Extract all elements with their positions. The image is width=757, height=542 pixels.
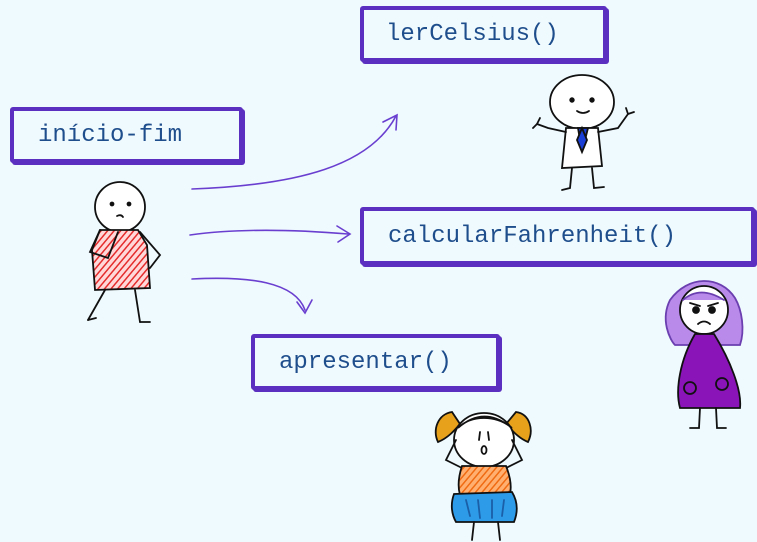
shrugging-man-icon bbox=[532, 74, 635, 191]
thinking-person-icon bbox=[87, 181, 162, 323]
node-inicio-fim: início-fim bbox=[10, 107, 243, 163]
node-label: calcularFahrenheit() bbox=[388, 222, 677, 250]
arrow-head-apresentar bbox=[296, 299, 313, 315]
node-lercelsius: lerCelsius() bbox=[360, 6, 607, 62]
arrow-to-lercelsius bbox=[191, 115, 397, 190]
arrow-head-lercelsius bbox=[382, 113, 398, 131]
node-label: início-fim bbox=[38, 121, 183, 149]
stressed-girl-icon bbox=[434, 411, 532, 541]
sad-woman-icon bbox=[664, 280, 744, 429]
node-calcularfahrenheit: calcularFahrenheit() bbox=[360, 207, 755, 265]
arrow-head-calcular bbox=[336, 225, 352, 243]
arrow-to-calcular bbox=[189, 229, 349, 236]
arrow-to-apresentar bbox=[191, 277, 306, 311]
node-label: apresentar() bbox=[279, 348, 452, 376]
node-label: lerCelsius() bbox=[386, 20, 559, 48]
node-apresentar: apresentar() bbox=[251, 334, 500, 390]
